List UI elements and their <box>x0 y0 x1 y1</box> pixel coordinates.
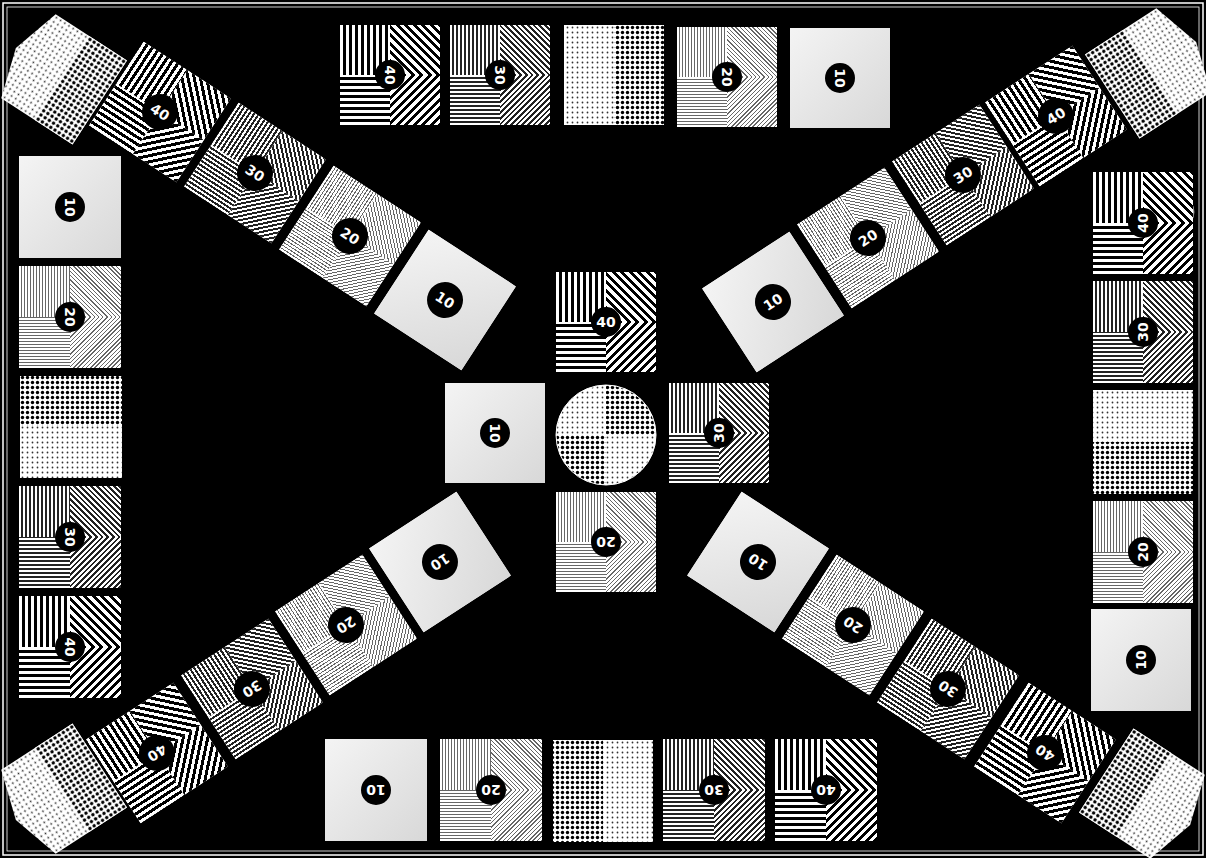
score-tile: 40 <box>340 25 440 125</box>
score-tile: 30 <box>19 486 121 588</box>
score-tile: 20 <box>677 27 777 127</box>
score-tile: 10 <box>445 383 545 483</box>
score-number: 40 <box>135 87 185 137</box>
score-number: 10 <box>361 775 391 805</box>
score-tile: 10 <box>325 739 427 841</box>
score-number: 40 <box>1020 728 1070 778</box>
score-number: 20 <box>712 62 742 92</box>
score-number: 20 <box>843 213 893 263</box>
score-tile: 20 <box>556 492 656 592</box>
score-number: 20 <box>321 600 371 650</box>
score-tile: 20 <box>440 739 542 841</box>
score-number: 20 <box>828 600 878 650</box>
score-number: 10 <box>825 63 855 93</box>
score-number: 30 <box>699 775 729 805</box>
score-tile: 40 <box>775 739 877 841</box>
board-frame <box>7 7 1199 851</box>
score-tile: 20 <box>1093 501 1193 603</box>
score-number: 30 <box>1128 317 1158 347</box>
score-number: 30 <box>938 150 988 200</box>
dotted-tile <box>553 740 653 842</box>
score-number: 30 <box>923 664 973 714</box>
dotted-tile <box>1093 390 1193 494</box>
score-tile: 30 <box>450 25 550 125</box>
score-tile: 30 <box>663 739 765 841</box>
score-number: 30 <box>485 60 515 90</box>
score-number: 40 <box>132 728 182 778</box>
score-tile: 40 <box>1093 172 1193 274</box>
score-number: 10 <box>415 537 465 587</box>
score-number: 10 <box>55 192 85 222</box>
score-tile: 40 <box>19 596 121 698</box>
score-number: 30 <box>227 664 277 714</box>
score-number: 40 <box>811 775 841 805</box>
score-number: 40 <box>1128 208 1158 238</box>
score-number: 30 <box>230 148 280 198</box>
score-number: 10 <box>733 537 783 587</box>
score-number: 40 <box>375 60 405 90</box>
score-number: 30 <box>704 418 734 448</box>
score-number: 30 <box>55 522 85 552</box>
board-frame <box>3 3 1203 855</box>
score-number: 10 <box>748 277 798 327</box>
score-number: 10 <box>1126 645 1156 675</box>
score-number: 20 <box>476 775 506 805</box>
dotted-tile <box>564 25 664 125</box>
center-disc <box>556 385 656 485</box>
score-number: 40 <box>55 632 85 662</box>
score-number: 40 <box>1031 91 1081 141</box>
score-tile: 30 <box>669 383 769 483</box>
score-tile: 20 <box>19 266 121 368</box>
score-tile: 10 <box>19 156 121 258</box>
score-number: 10 <box>480 418 510 448</box>
score-number: 20 <box>591 527 621 557</box>
score-tile: 30 <box>1093 281 1193 383</box>
score-number: 40 <box>591 307 621 337</box>
score-tile: 40 <box>556 272 656 372</box>
score-number: 20 <box>325 211 375 261</box>
score-tile: 10 <box>1091 609 1191 711</box>
dotted-tile <box>20 376 122 478</box>
score-tile: 10 <box>790 28 890 128</box>
score-number: 20 <box>1128 537 1158 567</box>
score-number: 20 <box>55 302 85 332</box>
score-number: 10 <box>420 275 470 325</box>
